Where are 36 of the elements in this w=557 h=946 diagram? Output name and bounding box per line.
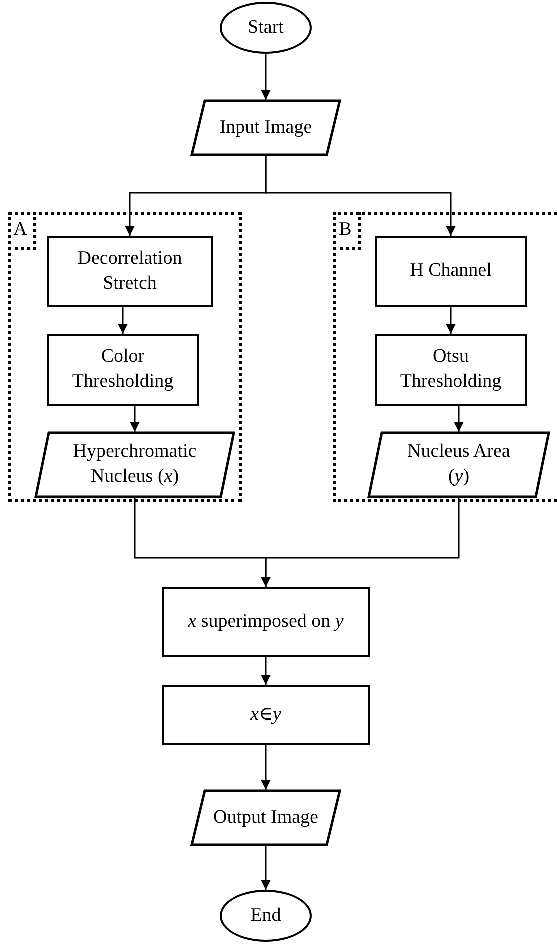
- arrow: [265, 156, 456, 236]
- group-label: B: [333, 212, 361, 250]
- node-label: Decorrelation Stretch: [76, 246, 184, 296]
- node-label: Color Thresholding: [71, 345, 175, 394]
- arrow: [130, 406, 140, 432]
- node-label: Hyperchromatic Nucleus (x): [72, 440, 198, 489]
- process-box: [162, 685, 370, 745]
- node-label: Output Image: [212, 806, 320, 830]
- input-output-parallelogram: [191, 790, 341, 846]
- process-box: [162, 587, 370, 657]
- arrow: [261, 54, 271, 100]
- node-label: x superimposed on y: [187, 610, 345, 634]
- process-box: [47, 236, 213, 307]
- group-label: A: [8, 212, 36, 250]
- process-box: [47, 334, 199, 406]
- dotted-group-frame: [333, 212, 557, 502]
- node-label: End: [250, 904, 282, 928]
- input-output-parallelogram: [191, 100, 341, 156]
- arrow: [261, 657, 271, 685]
- node-label: Otsu Thresholding: [399, 345, 503, 394]
- arrow: [261, 846, 271, 890]
- arrow: [261, 498, 460, 587]
- node-label: Nucleus Area (y): [406, 440, 512, 489]
- node-label: Start: [247, 16, 285, 40]
- process-box: [375, 334, 527, 406]
- arrow: [446, 307, 456, 334]
- process-box: [375, 236, 527, 307]
- node-label: x∈y: [249, 702, 282, 727]
- node-label: Input Image: [218, 116, 314, 140]
- arrow: [454, 406, 464, 432]
- arrow: [261, 745, 271, 790]
- node-label: H Channel: [409, 259, 493, 284]
- input-output-parallelogram: [35, 432, 235, 498]
- input-output-parallelogram: [368, 432, 550, 498]
- arrow: [118, 307, 128, 334]
- dotted-group-frame: [8, 212, 242, 502]
